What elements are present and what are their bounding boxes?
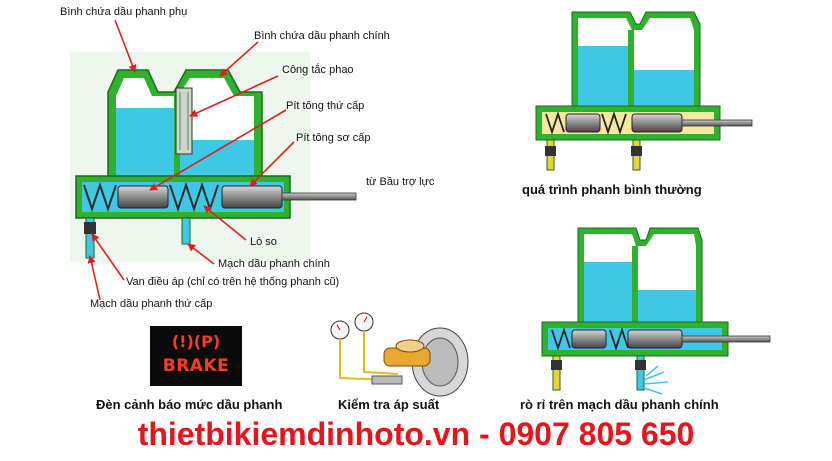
caption-normal-braking: quá trình phanh bình thường: [522, 182, 702, 197]
pushrod: [281, 192, 357, 201]
main-outlet: [181, 217, 191, 245]
footer-contact: thietbikiemdinhoto.vn - 0907 805 650: [137, 416, 695, 452]
label-primary-piston: Pít tông sơ cấp: [296, 132, 371, 144]
caption-leak: rò rỉ trên mạch dầu phanh chính: [520, 397, 719, 412]
caption-pressure-check: Kiểm tra áp suất: [338, 397, 440, 412]
caption-warning-light: Đèn cảnh báo mức dầu phanh: [96, 397, 283, 412]
primary-piston: [221, 185, 283, 209]
callout-arrows: [87, 19, 295, 301]
leak-spray: [643, 365, 669, 395]
label-from-booster: từ Bầu trợ lực: [366, 176, 435, 188]
pressure-valve: [84, 222, 96, 234]
brake-lamp-text: BRAKE: [162, 356, 230, 376]
leak-diagram: [541, 227, 771, 395]
brake-lamp-symbols: (!)(P): [171, 332, 221, 351]
spring-secondary: [83, 181, 117, 213]
secondary-piston: [117, 185, 169, 209]
float-switch: [175, 87, 193, 155]
master-cylinder-main: [70, 52, 357, 262]
label-pressure-valve: Van điều áp (chỉ có trên hệ thống phanh …: [126, 276, 340, 288]
normal-braking-diagram: [535, 11, 753, 171]
label-spring: Lò so: [250, 236, 277, 248]
label-main-brake-circuit: Mạch dầu phanh chính: [218, 258, 330, 270]
brake-warning-lamp: (!)(P) BRAKE: [150, 326, 242, 386]
label-secondary-piston: Pít tông thứ cấp: [286, 100, 365, 112]
label-aux-reservoir: Bình chứa dầu phanh phụ: [60, 6, 188, 18]
label-main-reservoir: Bình chứa dầu phanh chính: [254, 30, 390, 42]
label-float-switch: Công tắc phao: [282, 64, 354, 76]
label-secondary-brake-circuit: Mạch dầu phanh thứ cấp: [90, 298, 213, 310]
pressure-check-illustration: [330, 312, 469, 397]
aux-fluid: [116, 108, 178, 178]
